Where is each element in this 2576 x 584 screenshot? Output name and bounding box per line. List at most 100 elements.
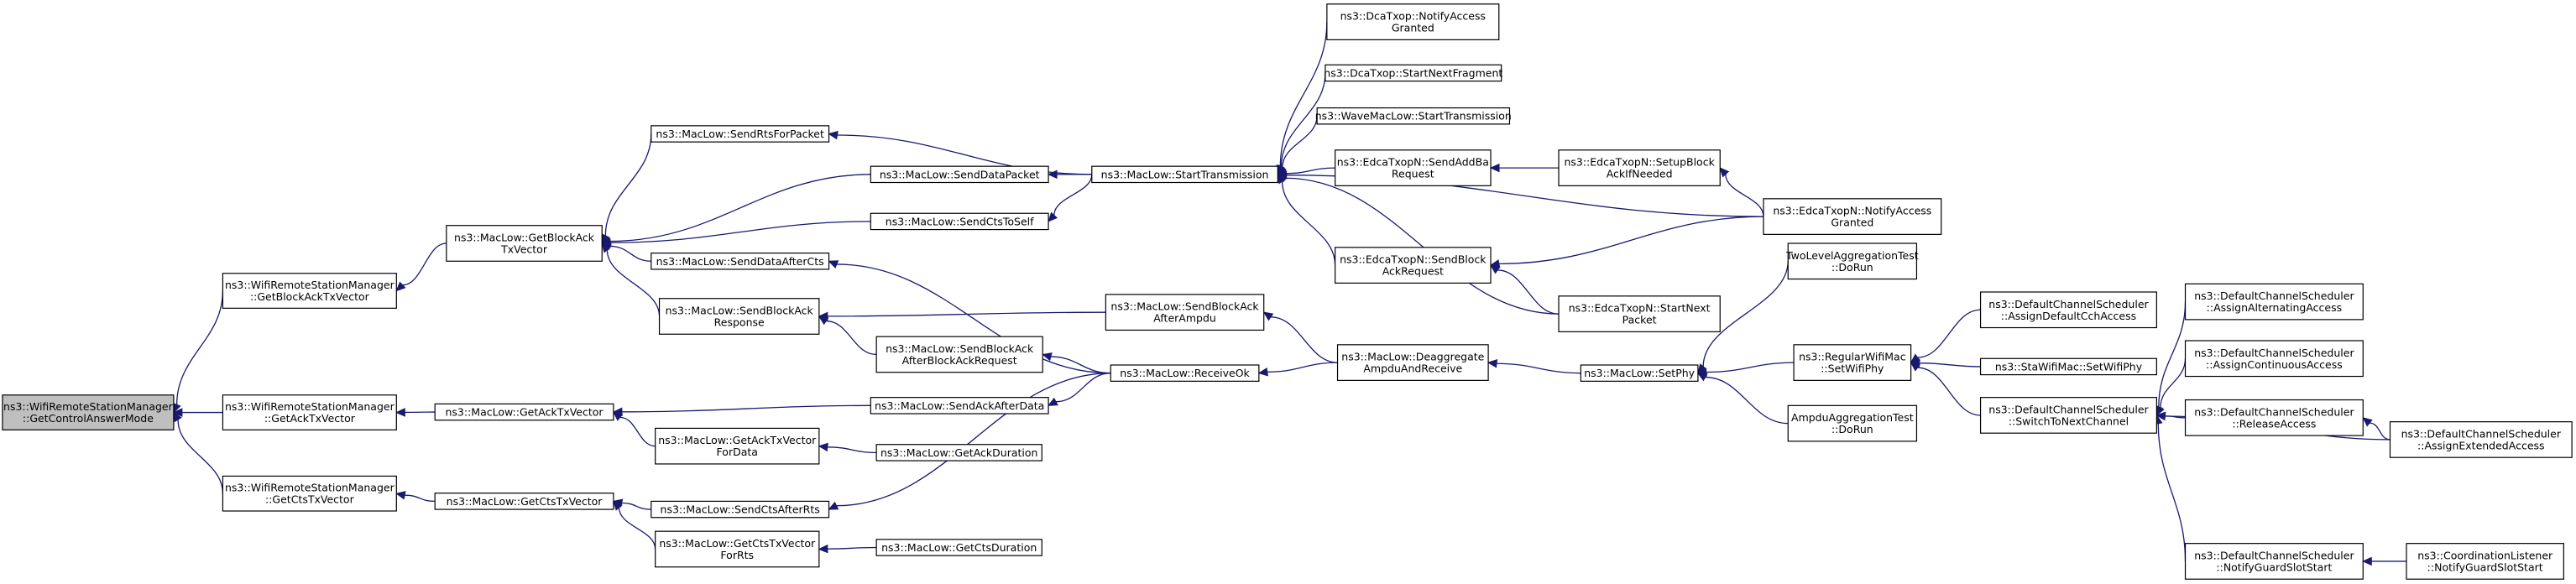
node-box	[2389, 421, 2573, 458]
arrowhead-icon	[172, 408, 183, 417]
call-edge	[172, 408, 223, 417]
node-box	[651, 253, 830, 270]
node-label: ::DoRun	[1831, 261, 1873, 274]
node-label: ns3::MacLow::GetAckTxVector	[445, 406, 604, 419]
call-edge	[173, 411, 224, 494]
call-node[interactable]: TwoLevelAggregationTest::DoRun	[1785, 242, 1919, 280]
call-node[interactable]: ns3::MacLow::SendRtsForPacket	[651, 125, 830, 143]
call-edge	[395, 242, 447, 292]
call-node[interactable]: ns3::MacLow::StartTransmission	[1091, 165, 1278, 184]
call-node[interactable]: ns3::MacLow::GetCtsTxVector	[434, 493, 614, 510]
call-node[interactable]: ns3::MacLow::ReceiveOk	[1110, 364, 1260, 382]
call-node[interactable]: ns3::WifiRemoteStationManager::GetContro…	[2, 394, 175, 430]
node-label: TwoLevelAggregationTest	[1785, 249, 1919, 262]
node-label: ns3::StaWifiMac::SetWifiPhy	[1995, 360, 2143, 373]
arrowhead-icon	[828, 260, 839, 269]
arrowhead-icon	[1042, 352, 1053, 362]
node-label: ns3::MacLow::GetCtsTxVector	[447, 495, 604, 508]
call-node[interactable]: ns3::MacLow::SendCtsAfterRts	[651, 500, 830, 519]
call-node[interactable]: ns3::MacLow::GetCtsDuration	[875, 539, 1042, 556]
call-node[interactable]: ns3::MacLow::SendBlockAckAfterBlockAckRe…	[875, 336, 1043, 373]
node-label: ns3::DefaultChannelScheduler	[2194, 347, 2354, 359]
node-box	[1787, 242, 1918, 280]
edge-line	[2157, 423, 2187, 561]
arrowhead-icon	[173, 411, 182, 423]
call-node[interactable]: ns3::DefaultChannelScheduler::SwitchToNe…	[1979, 397, 2157, 434]
call-node[interactable]: ns3::MacLow::SetPhy	[1580, 364, 1699, 382]
call-node[interactable]: ns3::MacLow::GetAckTxVector	[434, 403, 614, 421]
arrowhead-icon	[1910, 362, 1921, 372]
call-node[interactable]: ns3::RegularWifiMac::SetWifiPhy	[1793, 344, 1912, 381]
node-label: ns3::WifiRemoteStationManager	[3, 400, 174, 413]
call-edge	[1696, 362, 1795, 377]
call-node[interactable]: ns3::CoordinationListener::NotifyGuardSl…	[2406, 543, 2564, 580]
call-node[interactable]: ns3::DefaultChannelScheduler::AssignExte…	[2389, 421, 2573, 458]
call-node[interactable]: ns3::MacLow::SendAckAfterData	[870, 397, 1049, 415]
edge-line	[1053, 174, 1093, 216]
call-edge	[828, 260, 1111, 374]
node-label: ns3::MacLow::SendCtsAfterRts	[661, 503, 820, 516]
node-label: ns3::MacLow::GetCtsTxVector	[659, 537, 816, 550]
call-node[interactable]: ns3::DcaTxop::StartNextFragment	[1324, 64, 1502, 82]
call-edge	[1042, 352, 1111, 374]
call-node[interactable]: ns3::MacLow::SendCtsToSelf	[870, 212, 1049, 231]
call-node[interactable]: ns3::DefaultChannelScheduler::NotifyGuar…	[2184, 543, 2364, 580]
node-label: ns3::MacLow::SendRtsForPacket	[656, 128, 824, 140]
arrowhead-icon	[1047, 169, 1058, 180]
node-box	[1787, 404, 1918, 442]
node-box	[1326, 3, 1500, 40]
arrowhead-icon	[1489, 163, 1500, 173]
edge-line	[2158, 301, 2187, 408]
call-edge	[395, 491, 436, 503]
call-edge	[601, 221, 871, 248]
call-node[interactable]: ns3::DefaultChannelScheduler::AssignCont…	[2184, 340, 2364, 378]
call-node[interactable]: ns3::WifiRemoteStationManager::GetCtsTxV…	[222, 475, 397, 512]
node-label: ns3::MacLow::SendCtsToSelf	[886, 215, 1034, 227]
call-node[interactable]: ns3::DefaultChannelScheduler::AssignDefa…	[1979, 291, 2157, 329]
node-box	[1105, 294, 1265, 331]
edge-line	[1725, 174, 1764, 217]
call-edge	[1487, 359, 1581, 374]
call-node[interactable]: ns3::MacLow::SendDataAfterCts	[651, 253, 830, 270]
node-label: Request	[1392, 168, 1434, 180]
node-label: TxVector	[500, 243, 548, 256]
call-node[interactable]: ns3::MacLow::SendDataPacket	[870, 165, 1049, 184]
node-label: ns3::MacLow::SendBlockAck	[1110, 300, 1259, 313]
edge-line	[827, 546, 877, 550]
node-box	[655, 427, 820, 465]
edge-line	[827, 311, 1106, 317]
node-label: ns3::RegularWifiMac	[1799, 351, 1906, 363]
call-node[interactable]: ns3::StaWifiMac::SetWifiPhy	[1979, 357, 2157, 376]
call-node[interactable]: ns3::MacLow::GetBlockAckTxVector	[446, 225, 603, 262]
arrowhead-icon	[1490, 264, 1501, 274]
call-node[interactable]: ns3::MacLow::GetAckDuration	[875, 444, 1042, 461]
edge-line	[1702, 261, 1789, 367]
arrowhead-icon	[613, 500, 623, 511]
call-edge	[1489, 163, 1560, 173]
node-box	[2184, 340, 2364, 378]
node-box	[1979, 397, 2157, 434]
arrowhead-icon	[2362, 556, 2372, 566]
call-node[interactable]: ns3::DefaultChannelScheduler::ReleaseAcc…	[2184, 399, 2364, 436]
call-node[interactable]: ns3::DefaultChannelScheduler::AssignAlte…	[2184, 283, 2364, 321]
call-node[interactable]: ns3::WifiRemoteStationManager::GetBlockA…	[222, 273, 397, 309]
edge-line	[175, 290, 224, 405]
call-node[interactable]: ns3::WifiRemoteStationManager::GetAckTxV…	[222, 394, 397, 430]
node-label: ns3::WifiRemoteStationManager	[225, 400, 395, 413]
node-label: ns3::EdcaTxopN::NotifyAccess	[1773, 205, 1931, 217]
edge-line	[836, 263, 1111, 374]
call-node[interactable]: AmpduAggregationTest::DoRun	[1787, 404, 1918, 442]
call-node[interactable]: ns3::WaveMacLow::StartTransmission	[1315, 107, 1512, 125]
edge-line	[1497, 269, 1560, 315]
